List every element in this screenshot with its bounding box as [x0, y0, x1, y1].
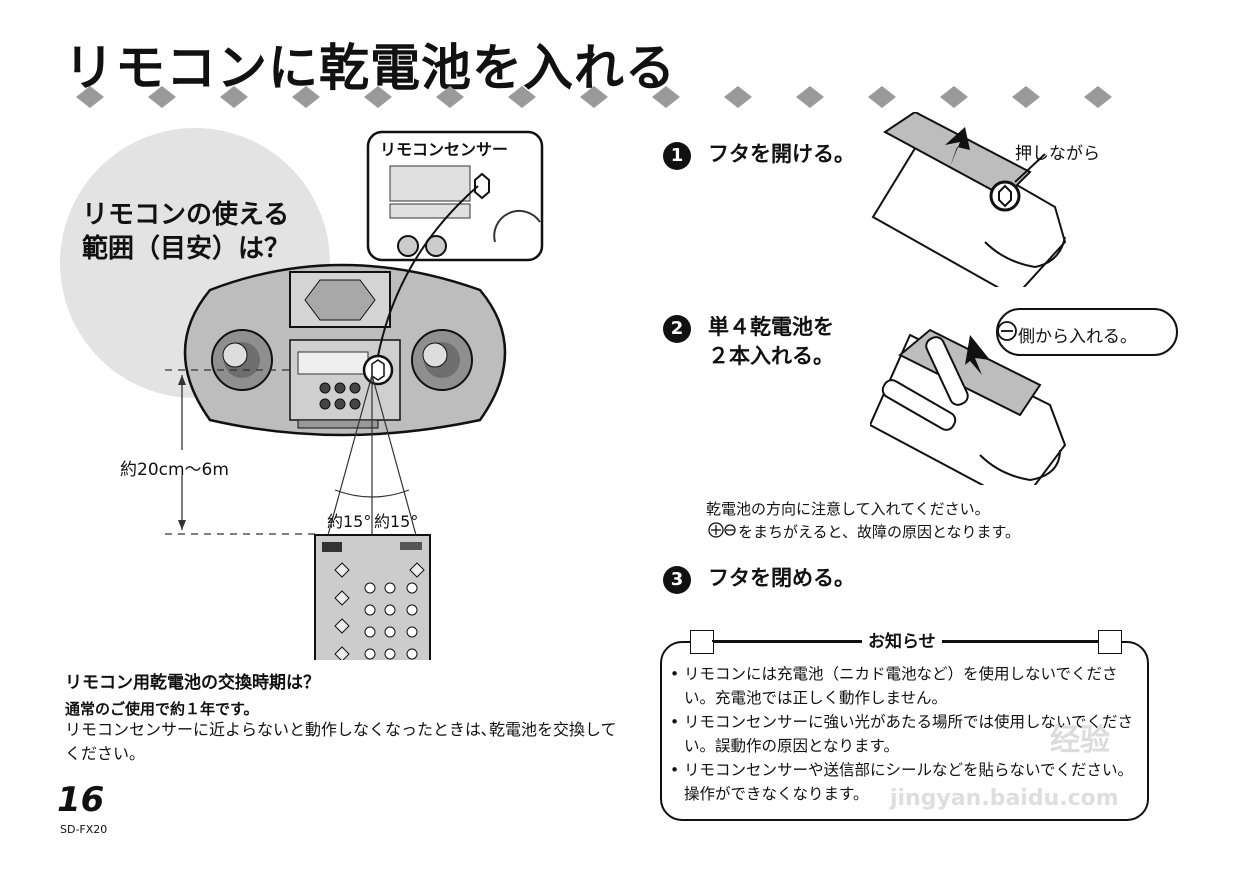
angle-left-label: 約15° — [327, 512, 372, 531]
diamond-mark — [1084, 86, 1112, 108]
step-3-text: フタを閉める。 — [708, 566, 855, 590]
notice-list: •リモコンには充電池（ニカド電池など）を使用しないでください。充電池では正しく動… — [668, 662, 1143, 806]
notice-tape-right — [1098, 630, 1122, 654]
step-2-line2: ２本入れる。 — [708, 344, 834, 368]
notice-item: •リモコンセンサーや送信部にシールなどを貼らないでください。操作ができなくなりま… — [668, 758, 1143, 806]
remote-open-illustration — [871, 112, 1067, 287]
polarity-note-line2: をまちがえると、故障の原因となります。 — [738, 523, 1021, 541]
step-2-text: 単４乾電池を ２本入れる。 — [708, 313, 834, 371]
range-heading-line1: リモコンの使える — [82, 200, 290, 230]
arrow-icon — [945, 127, 970, 167]
polarity-note-line1: 乾電池の方向に注意して入れてください。 — [706, 500, 990, 518]
sensor-icon — [474, 172, 490, 200]
battery-cover — [883, 112, 1032, 199]
diamond-mark — [436, 86, 464, 108]
replacement-subtitle: 通常のご使用で約１年です。 — [65, 700, 259, 718]
replacement-title: リモコン用乾電池の交換時期は？ — [65, 673, 320, 693]
remote-control — [314, 534, 431, 660]
bullet-icon: • — [670, 713, 680, 731]
model-number: SD-FX20 — [60, 823, 108, 836]
diamond-mark — [76, 86, 104, 108]
stereo-remote-illustration — [165, 130, 544, 660]
diamond-mark — [508, 86, 536, 108]
insert-arrow-icon — [965, 335, 990, 375]
distance-label: 約20cm〜6m — [120, 460, 229, 480]
press-label: 押しながら — [1015, 144, 1100, 164]
step-1-number: 1 — [663, 142, 691, 170]
watermark-url: jingyan.baidu.com — [890, 786, 1119, 811]
range-heading-line2: 範囲（目安）は？ — [82, 234, 291, 264]
diamond-mark — [868, 86, 896, 108]
notice-item: •リモコンセンサーに強い光があたる場所では使用しないでください。誤動作の原因とな… — [668, 710, 1143, 758]
diamond-mark — [148, 86, 176, 108]
minus-callout-text: 側から入れる。 — [1018, 327, 1137, 347]
step-2-line1: 単４乾電池を — [708, 315, 834, 339]
notice-item: •リモコンには充電池（ニカド電池など）を使用しないでください。充電池では正しく動… — [668, 662, 1143, 710]
notice-tape-left — [690, 630, 714, 654]
angle-right-label: 約15° — [374, 512, 419, 531]
range-heading: リモコンの使える 範囲（目安）は？ — [82, 198, 290, 266]
plus-minus-icon — [708, 522, 736, 538]
diamond-mark — [580, 86, 608, 108]
diamond-mark — [724, 86, 752, 108]
diamond-divider — [76, 86, 1112, 108]
page-title: リモコンに乾電池を入れる — [64, 39, 676, 97]
sensor-label: リモコンセンサー — [380, 140, 509, 159]
diamond-mark — [1012, 86, 1040, 108]
step-3-number: 3 — [663, 566, 691, 594]
diamond-mark — [364, 86, 392, 108]
bullet-icon: • — [670, 761, 680, 779]
bullet-icon: • — [670, 665, 680, 683]
minus-callout-bubble — [996, 308, 1178, 356]
diamond-mark — [652, 86, 680, 108]
step-1-text: フタを開ける。 — [708, 142, 855, 166]
diamond-mark — [220, 86, 248, 108]
watermark-brand: 经验 — [1050, 723, 1110, 758]
step-2-number: 2 — [663, 315, 691, 343]
diamond-mark — [940, 86, 968, 108]
diamond-mark — [796, 86, 824, 108]
minus-icon — [997, 321, 1017, 341]
diamond-mark — [292, 86, 320, 108]
page-number: 16 — [57, 780, 105, 820]
remote-battery-illustration — [870, 328, 1067, 485]
replacement-body: リモコンセンサーに近よらないと動作しなくなったときは､乾電池を交換してください。 — [65, 720, 617, 763]
notice-title: お知らせ — [862, 627, 942, 652]
